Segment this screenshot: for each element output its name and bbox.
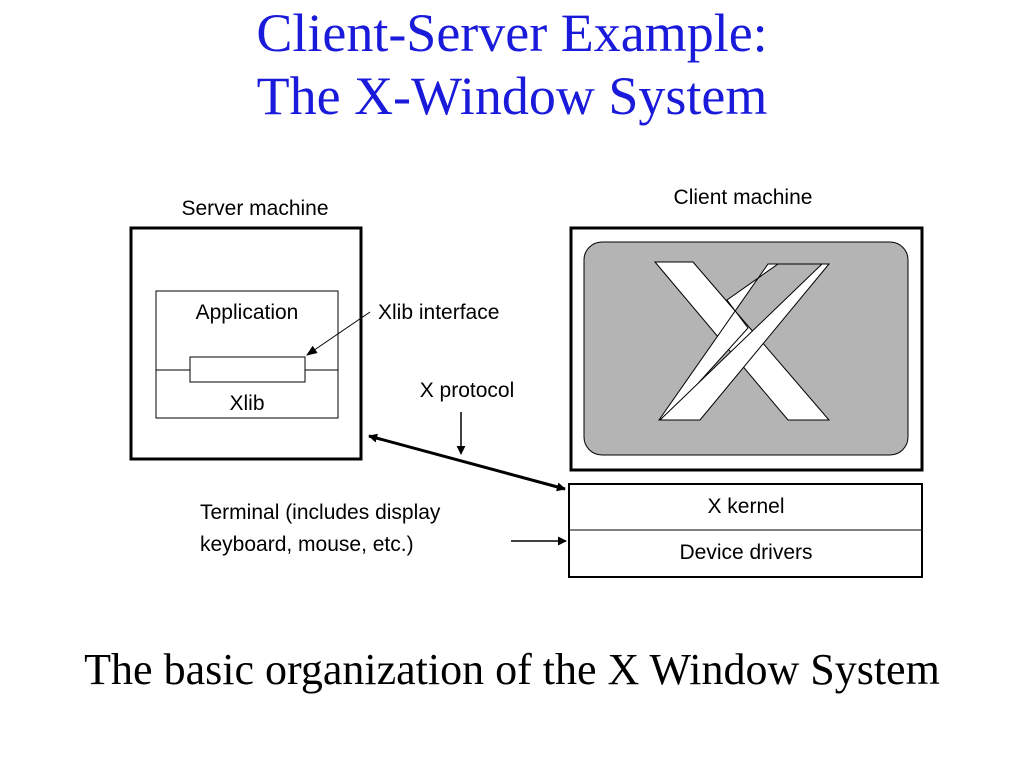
device-drivers-label: Device drivers: [679, 541, 812, 564]
xlib-label: Xlib: [229, 392, 264, 415]
server-machine-label: Server machine: [181, 197, 328, 220]
network-link-arrow: [368, 433, 566, 492]
terminal-label-line-2: keyboard, mouse, etc.): [200, 533, 414, 556]
title-line-1: Client-Server Example:: [256, 3, 768, 63]
terminal-label-line-1: Terminal (includes display: [200, 501, 441, 524]
page-title: Client-Server Example: The X-Window Syst…: [0, 2, 1024, 128]
application-label: Application: [196, 301, 299, 324]
x-kernel-label: X kernel: [707, 495, 784, 518]
x-protocol-label: X protocol: [420, 379, 515, 402]
x-logo-icon: [653, 261, 831, 421]
xlib-interface-box: [189, 356, 306, 383]
client-machine-label: Client machine: [674, 186, 813, 209]
xlib-interface-label: Xlib interface: [378, 301, 499, 324]
title-line-2: The X-Window System: [256, 66, 768, 126]
xlib-interface-arrow: [306, 311, 371, 356]
figure-caption: The basic organization of the X Window S…: [84, 645, 940, 694]
